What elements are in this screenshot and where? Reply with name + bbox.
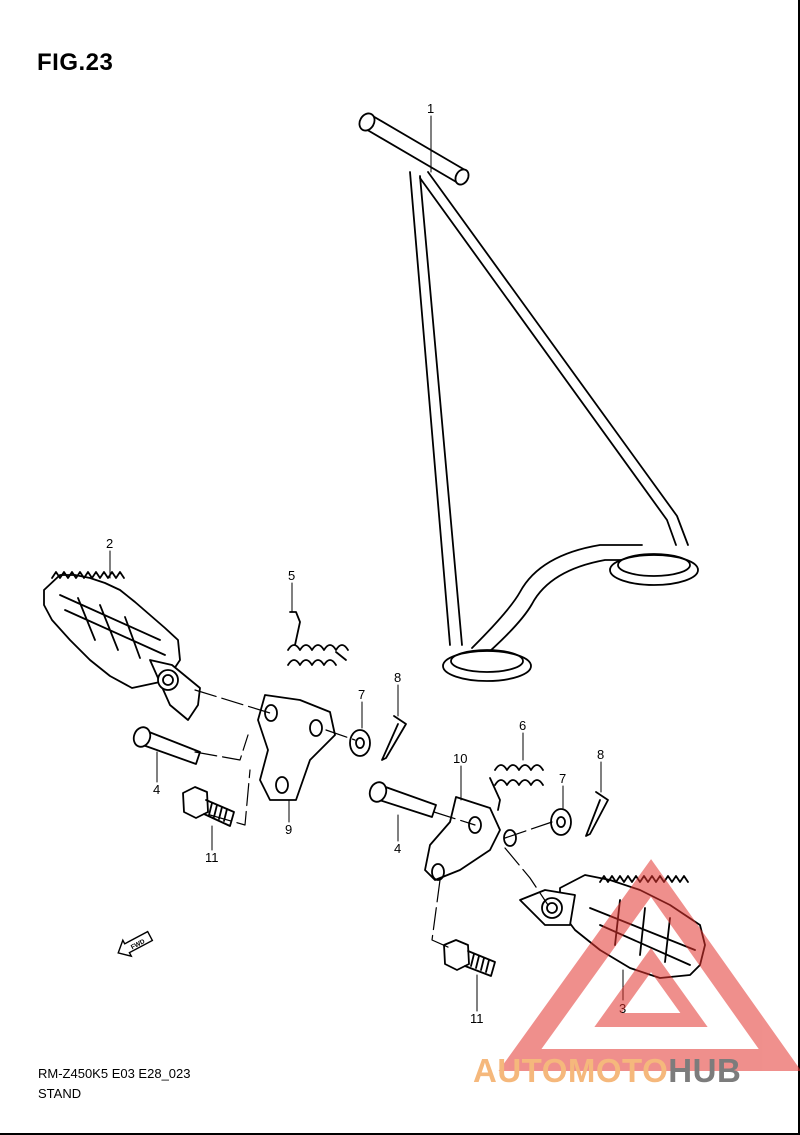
footrest-left <box>43 571 201 721</box>
bolt-right <box>443 939 496 977</box>
stand-part <box>358 112 699 682</box>
cotter-pin-left <box>381 715 407 761</box>
callout-7-left: 7 <box>358 687 365 702</box>
pin-left <box>132 726 201 765</box>
fwd-arrow-icon: FWD <box>117 930 154 958</box>
callout-10: 10 <box>453 751 467 766</box>
callout-4-right: 4 <box>394 841 401 856</box>
callout-4-left: 4 <box>153 782 160 797</box>
footrest-right <box>519 874 706 979</box>
callout-11-right: 11 <box>470 1011 484 1026</box>
bracket-right <box>424 796 517 881</box>
bolt-left <box>182 786 235 827</box>
footer-section-name: STAND <box>38 1086 82 1101</box>
leader-lines <box>109 115 624 1012</box>
assembly-lines <box>194 689 553 949</box>
washer-left <box>349 729 371 757</box>
callout-8-right: 8 <box>597 747 604 762</box>
callout-8-left: 8 <box>394 670 401 685</box>
spring-right <box>489 764 544 811</box>
callout-9: 9 <box>285 822 292 837</box>
callout-5: 5 <box>288 568 295 583</box>
watermark-text-part2: HUB <box>668 1052 742 1089</box>
footer-model-code: RM-Z450K5 E03 E28_023 <box>38 1066 191 1081</box>
callout-7-right: 7 <box>559 771 566 786</box>
spring-left <box>287 611 349 666</box>
washer-right <box>550 808 572 836</box>
watermark-text-part1: AUTOMOTO <box>473 1052 669 1089</box>
callout-2: 2 <box>106 536 113 551</box>
cotter-pin-right <box>585 791 609 837</box>
callout-11-left: 11 <box>205 850 219 865</box>
callout-1: 1 <box>427 101 434 116</box>
watermark-text: AUTOMOTOHUB <box>473 1052 741 1090</box>
callout-6: 6 <box>519 718 526 733</box>
bracket-left <box>257 694 336 801</box>
pin-right <box>368 781 437 818</box>
figure-title: FIG.23 <box>37 49 114 76</box>
watermark-logo-icon <box>498 859 800 1071</box>
